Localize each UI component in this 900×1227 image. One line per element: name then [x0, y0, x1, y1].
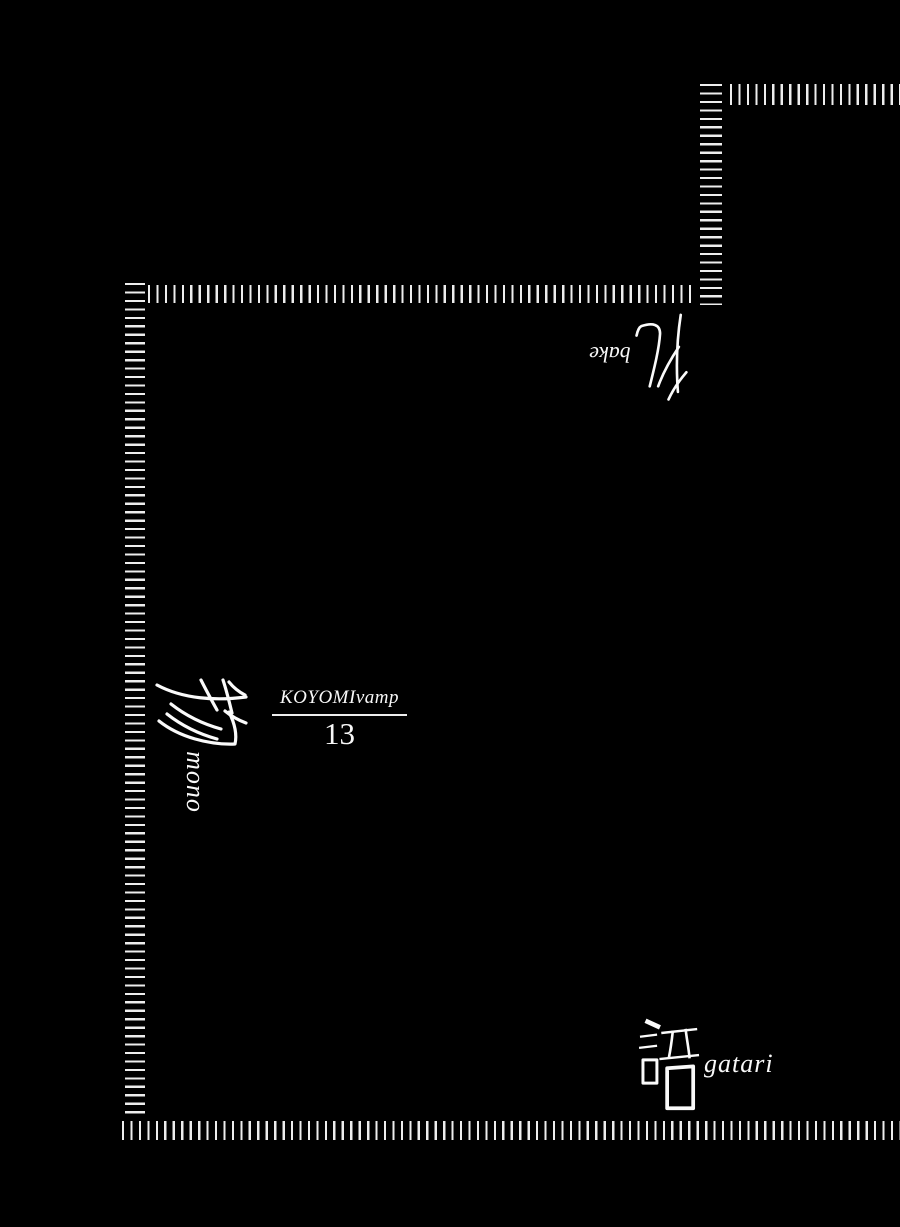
series-title: KOYOMIvamp — [272, 687, 407, 716]
kanji-mono-glyph — [151, 677, 251, 747]
border-ticks-top-right-vertical — [700, 84, 722, 305]
border-ticks-top-right-horizontal — [730, 84, 900, 105]
chapter-number: 13 — [324, 716, 355, 751]
kanji-bake-svg — [635, 313, 688, 401]
kanji-bake-glyph — [632, 313, 690, 407]
romaji-gatari: gatari — [704, 1049, 774, 1078]
kanji-mono-svg — [155, 678, 248, 746]
brush-strokes — [155, 678, 248, 746]
kanji-gatari-svg — [638, 1018, 700, 1111]
chapter-block: KOYOMIvamp 13 — [272, 687, 407, 749]
border-ticks-frame-bottom — [122, 1121, 900, 1140]
romaji-mono: mono — [181, 751, 210, 813]
border-ticks-frame-left — [125, 283, 145, 1114]
romaji-bake: bake — [589, 342, 631, 367]
mincho-strokes — [638, 1018, 700, 1111]
kanji-gatari-glyph — [637, 1018, 701, 1111]
border-ticks-frame-top — [148, 285, 696, 303]
brush-strokes — [635, 313, 688, 401]
